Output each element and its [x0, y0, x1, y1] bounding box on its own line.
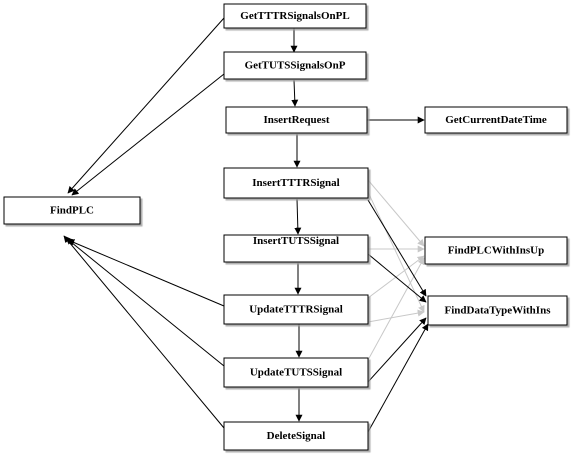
edge-gettutssignalsonp-findplc — [71, 73, 225, 196]
node-label: GetCurrentDateTime — [445, 114, 547, 126]
node-inserttutssignal[interactable]: InsertTUTSSignal — [223, 234, 369, 263]
node-label: InsertTUTSSignal — [253, 235, 339, 247]
edge-gettutssignalsonp-insertrequest — [291, 79, 299, 107]
edge-inserttutssignal-finddatatypewithins — [367, 253, 427, 303]
edge-updatetutssignal-finddatatypewithins — [367, 317, 427, 383]
edge-updatetutssignal-findplcwithinsup — [367, 257, 425, 361]
primary-edges — [63, 17, 429, 433]
node-getcurrentdatetime[interactable]: GetCurrentDateTime — [424, 106, 568, 134]
node-updatetutssignal[interactable]: UpdateTUTSSignal — [223, 357, 369, 388]
edge-deletesignal-findplc — [63, 235, 225, 429]
edge-inserttttrsignal-findplcwithinsup — [367, 179, 425, 247]
edge-inserttttrsignal-finddatatypewithins-black — [367, 199, 427, 297]
node-gettutssignalsonp[interactable]: GetTUTSSignalsOnP — [223, 51, 367, 80]
node-gettttrsignalsonpl[interactable]: GetTTTRSignalsOnPL — [223, 3, 367, 29]
node-inserttttrsignal[interactable]: InsertTTTRSignal — [223, 167, 369, 199]
node-label: UpdateTUTSSignal — [250, 367, 342, 379]
edge-inserttttrsignal-inserttutssignal — [294, 198, 302, 235]
node-label: FindPLCWithInsUp — [448, 245, 544, 257]
node-label: FindPLC — [50, 205, 94, 217]
node-label: GetTUTSSignalsOnP — [245, 60, 346, 72]
edge-updatetttrsignal-findplc — [67, 239, 225, 307]
edge-updatetutssignal-findplc — [65, 237, 225, 367]
node-label: FindDataTypeWithIns — [445, 305, 552, 317]
edge-deletesignal-finddatatypewithins — [367, 323, 429, 433]
node-label: DeleteSignal — [267, 430, 326, 442]
node-findplcwithinsup[interactable]: FindPLCWithInsUp — [424, 236, 568, 265]
node-insertrequest[interactable]: InsertRequest — [225, 106, 368, 134]
node-deletesignal[interactable]: DeleteSignal — [223, 421, 369, 451]
edge-updatetttrsignal-finddatatypewithins — [367, 309, 425, 323]
node-finddatatypewithins[interactable]: FindDataTypeWithIns — [427, 295, 568, 326]
node-findplc[interactable]: FindPLC — [3, 196, 141, 225]
node-label: UpdateTTTRSignal — [249, 304, 343, 316]
node-updatetttrsignal[interactable]: UpdateTTTRSignal — [223, 294, 369, 325]
node-label: InsertTTTRSignal — [252, 177, 339, 189]
node-label: GetTTTRSignalsOnPL — [240, 10, 349, 22]
node-label: InsertRequest — [264, 114, 330, 126]
secondary-edges — [367, 179, 425, 361]
edge-gettttrsignalsonpl-findplc — [67, 17, 225, 194]
